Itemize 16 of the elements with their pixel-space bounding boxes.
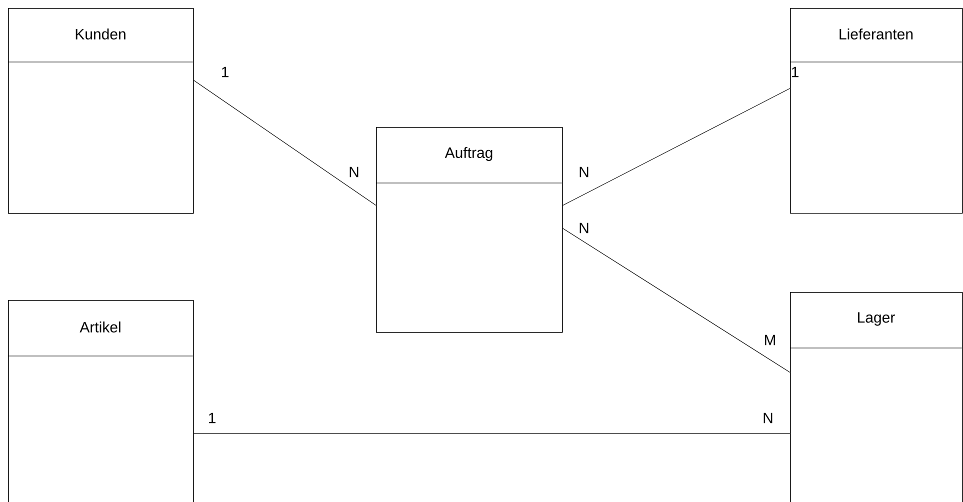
connector-line — [562, 88, 790, 206]
cardinality-label: 1 — [222, 66, 228, 78]
entity-box: Artikel — [8, 300, 194, 502]
entity-box: Lager — [790, 292, 963, 502]
cardinality-label: N — [580, 222, 588, 234]
cardinality-label: 1 — [208, 412, 216, 424]
entity-box: Kunden — [8, 8, 194, 214]
cardinality-label: N — [350, 166, 358, 178]
connector-line — [194, 433, 790, 434]
cardinality-label: M — [764, 334, 776, 346]
connector-line — [562, 228, 790, 373]
cardinality-label: N — [764, 412, 772, 424]
cardinality-label: 1 — [792, 66, 798, 78]
connector-line — [194, 80, 376, 206]
cardinality-label: N — [580, 166, 588, 178]
entity-box: Auftrag — [376, 127, 563, 333]
